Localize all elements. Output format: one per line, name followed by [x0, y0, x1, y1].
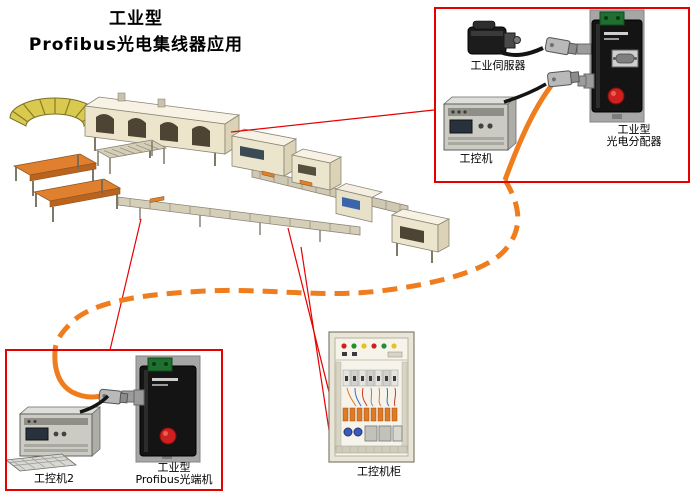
bottom-detail-box — [5, 349, 223, 491]
pointer-line-top-box — [230, 109, 435, 133]
terminal-block-green — [147, 357, 173, 372]
terminal-label-line2: Profibus光端机 — [135, 473, 213, 486]
db9-connector-3 — [98, 388, 129, 405]
terminal-label-line1: 工业型 — [157, 461, 191, 474]
diagram-title: 工业型 Profibus光电集线器应用 — [10, 6, 262, 59]
db9-connector-1 — [544, 37, 578, 56]
distributor-label-line2: 光电分配器 — [606, 135, 662, 148]
pointer-line-bottom-box — [109, 218, 142, 351]
top-detail-box — [434, 7, 690, 183]
belt-products — [149, 170, 313, 203]
industrial-pc-illustration — [442, 82, 547, 151]
industrial-pc2-illustration — [4, 394, 110, 472]
fiber-cable-dashed — [52, 178, 521, 353]
pc-cable — [503, 82, 547, 104]
control-cabinet-illustration — [328, 331, 415, 463]
terminal-label: 工业型 Profibus光端机 — [124, 462, 224, 486]
cabinet-wiring — [346, 387, 397, 407]
terminal-block-green — [599, 11, 625, 26]
terminal-block-row — [342, 407, 398, 422]
orange-table-2 — [32, 178, 122, 222]
pc2-cable — [79, 394, 110, 414]
mid-conveyor — [117, 196, 361, 242]
machine-4 — [390, 208, 451, 263]
machine-3 — [334, 183, 384, 223]
machine-2 — [290, 148, 343, 191]
curve-conveyor — [9, 97, 101, 127]
roller-table — [94, 139, 168, 174]
distributor-label: 工业型 光电分配器 — [588, 124, 680, 148]
optical-distributor-illustration — [583, 9, 645, 123]
ipc-label: 工控机 — [459, 152, 493, 165]
cabinet-label: 工控机柜 — [357, 465, 401, 478]
fiber-cable-bottom — [52, 351, 101, 400]
optical-terminal-illustration — [133, 355, 201, 463]
servo-label: 工业伺服器 — [470, 59, 526, 72]
pointer-lines — [109, 109, 435, 431]
bottom-box-devices — [4, 351, 201, 472]
distributor-label-line1: 工业型 — [617, 123, 651, 136]
title-line2: Profibus光电集线器应用 — [28, 35, 244, 56]
orange-table-1 — [12, 153, 98, 196]
title-line1: 工业型 — [109, 9, 163, 29]
pointer-line-cabinet-1 — [287, 227, 330, 393]
db9-connector-2 — [547, 70, 580, 88]
fiber-cable-top — [502, 84, 554, 181]
top-box-devices — [442, 9, 645, 181]
servo-cable — [499, 46, 544, 57]
servo-motor-illustration — [467, 20, 544, 57]
pointer-line-cabinet-2 — [300, 246, 330, 431]
tunnel-furnace — [83, 92, 241, 166]
production-line-illustration — [9, 92, 451, 263]
indicator-light-red — [341, 343, 347, 349]
machine-1 — [230, 128, 298, 177]
indicator-light-yellow — [361, 343, 367, 349]
indicator-light-green — [351, 343, 357, 349]
ipc2-label: 工控机2 — [34, 472, 74, 485]
